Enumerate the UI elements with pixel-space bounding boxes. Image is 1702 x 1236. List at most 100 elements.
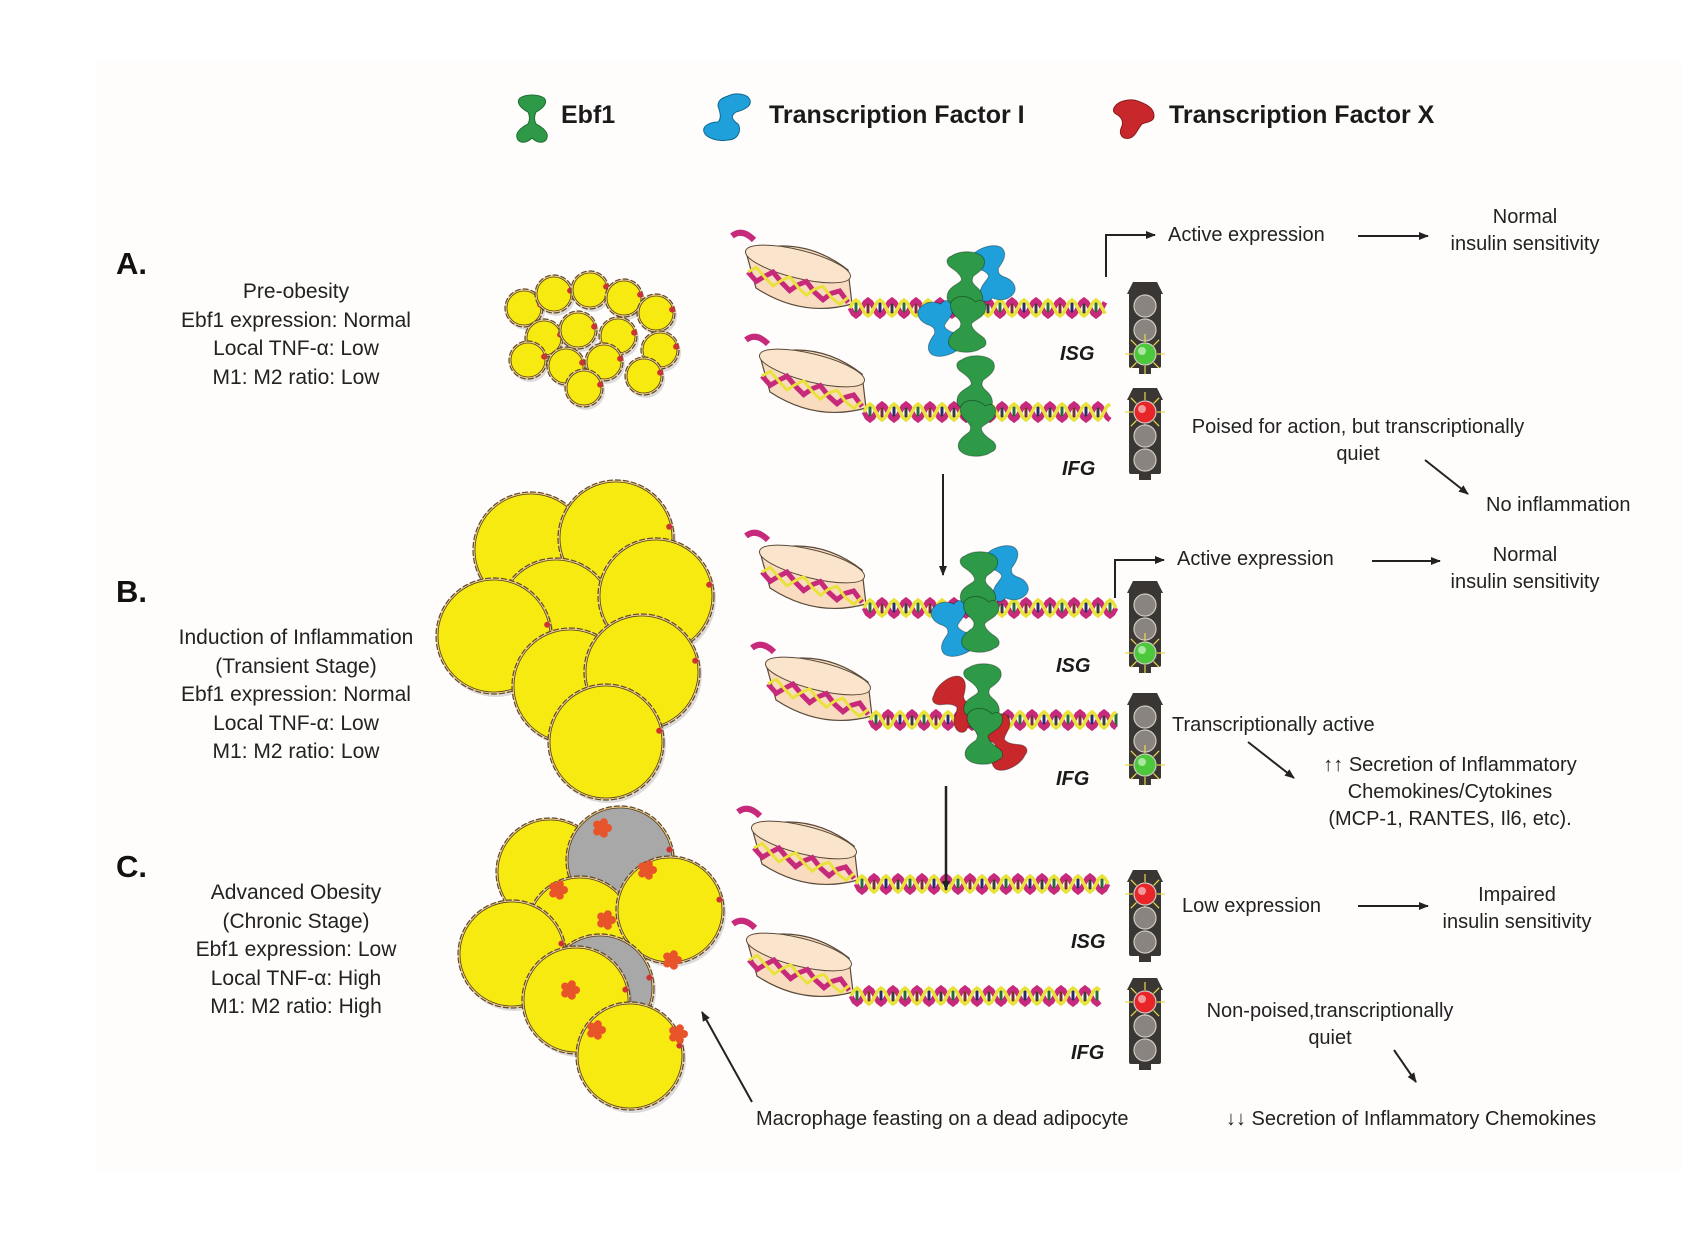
legend-label-transcription-factor-x: Transcription Factor X — [1169, 101, 1435, 129]
dna-helix — [853, 872, 1111, 896]
adipocyte-cluster-small — [504, 270, 681, 410]
chromatin-row-a-ifg — [744, 333, 1112, 457]
outcome-line: Non-poised,transcriptionally — [1206, 1000, 1454, 1022]
nucleosome — [764, 656, 873, 721]
outcome-line: quiet — [1308, 1027, 1352, 1049]
red-lamp — [1133, 705, 1157, 729]
red-lamp — [1133, 990, 1157, 1014]
red-lamp — [1133, 882, 1157, 906]
macrophage-icon — [669, 1024, 688, 1044]
chromatin-row-c-ifg — [731, 917, 1102, 1008]
green-lamp — [1133, 930, 1157, 954]
legend-label-ebf1: Ebf1 — [561, 101, 616, 129]
transcription-factor-x-icon — [1112, 99, 1155, 139]
outcome-isg-result-b: Normal insulin sensitivity — [1430, 542, 1620, 596]
macrophage-icon — [587, 1020, 606, 1040]
nucleosome — [744, 244, 853, 309]
arrow-active-to-secretion — [1247, 741, 1295, 779]
outcome-line: quiet — [1336, 443, 1380, 465]
outcome-line: ↑↑ Secretion of Inflammatory — [1323, 754, 1577, 776]
macrophage-icon — [593, 818, 612, 838]
ebf1-protein — [964, 707, 1004, 765]
arrow-isg-a — [1105, 231, 1156, 277]
adipocyte — [564, 368, 605, 410]
transcription-factor-i-icon — [703, 93, 751, 141]
adipocyte — [508, 340, 549, 382]
adipocyte — [547, 683, 666, 803]
outcome-line: Chemokines/Cytokines — [1347, 781, 1553, 803]
macrophage-icon — [597, 910, 616, 930]
green-lamp — [1133, 1038, 1157, 1062]
macrophage-icon — [638, 860, 657, 880]
yellow-lamp — [1133, 424, 1157, 448]
adipocyte — [558, 310, 599, 352]
gene-label-isg-b: ISG — [1056, 655, 1091, 677]
outcome-ifg-state-b: Transcriptionally active — [1172, 714, 1375, 736]
stage-line: Pre-obesity — [242, 280, 350, 303]
outcome-ifg-state-c: Non-poised,transcriptionally quiet — [1180, 998, 1480, 1052]
traffic-light-a-isg — [1125, 282, 1165, 374]
arrow-quiet-to-low-secretion — [1393, 1049, 1417, 1083]
chromatin-row-b-isg — [744, 529, 1119, 657]
gene-label-ifg-b: IFG — [1056, 768, 1090, 790]
stage-line: Advanced Obesity — [210, 881, 382, 904]
stage-line: M1: M2 ratio: High — [210, 995, 382, 1019]
traffic-light-c-ifg — [1125, 978, 1165, 1070]
dna-tail — [744, 529, 771, 543]
outcome-isg-expression-a: Active expression — [1168, 224, 1325, 246]
yellow-lamp — [1133, 1014, 1157, 1038]
section-b-label: B. — [116, 574, 147, 609]
arrow-macrophage-annotation — [701, 1011, 753, 1103]
outcome-line: Poised for action, but transcriptionally — [1191, 416, 1525, 438]
gene-label-ifg-c: IFG — [1071, 1042, 1105, 1064]
chromatin-row-b-ifg — [750, 641, 1118, 771]
outcome-line: (MCP-1, RANTES, Il6, etc). — [1328, 808, 1572, 830]
stage-line: Ebf1 expression: Normal — [181, 683, 411, 707]
red-lamp — [1133, 593, 1157, 617]
outcome-line: Impaired — [1478, 884, 1556, 906]
traffic-light-b-isg — [1125, 581, 1165, 673]
outcome-isg-result-c: Impaired insulin sensitivity — [1422, 882, 1612, 936]
macrophage-icon — [561, 980, 580, 1000]
outcome-ifg-result-b: ↑↑ Secretion of Inflammatory Chemokines/… — [1300, 752, 1600, 833]
gene-label-isg-a: ISG — [1060, 343, 1095, 365]
dna-helix — [848, 984, 1102, 1008]
red-lamp — [1133, 400, 1157, 424]
adipocyte — [615, 855, 726, 967]
adipocyte — [584, 342, 625, 384]
stage-line: Local TNF-α: Low — [213, 711, 379, 735]
stage-line: Local TNF-α: Low — [213, 337, 379, 361]
legend-label-transcription-factor-i: Transcription Factor I — [769, 101, 1025, 129]
stage-description-b: Induction of Inflammation (Transient Sta… — [131, 624, 461, 767]
green-lamp — [1133, 753, 1157, 777]
adipocyte — [624, 356, 665, 398]
green-lamp — [1133, 342, 1157, 366]
stage-line: (Transient Stage) — [215, 654, 377, 678]
outcome-line: Normal — [1492, 544, 1558, 566]
outcome-isg-expression-b: Active expression — [1177, 548, 1334, 570]
dna-tail — [730, 229, 757, 243]
green-lamp — [1133, 448, 1157, 472]
adipocyte — [570, 270, 611, 312]
stage-line: M1: M2 ratio: Low — [212, 740, 380, 764]
outcome-line: insulin sensitivity — [1442, 911, 1592, 933]
gene-label-ifg-a: IFG — [1062, 458, 1096, 480]
arrow-poised-to-no-inflammation — [1424, 459, 1469, 495]
section-a-label: A. — [116, 246, 147, 281]
outcome-isg-expression-c: Low expression — [1182, 895, 1321, 917]
stage-line: Ebf1 expression: Normal — [181, 308, 411, 332]
stage-line: Induction of Inflammation — [178, 626, 414, 649]
traffic-light-c-isg — [1125, 870, 1165, 962]
stage-line: M1: M2 ratio: Low — [212, 365, 380, 389]
macrophage-icon — [663, 950, 682, 970]
arrow-isg-b — [1114, 556, 1165, 598]
outcome-line: insulin sensitivity — [1450, 571, 1600, 593]
dna-tail — [750, 641, 777, 655]
macrophage-icon — [549, 880, 568, 900]
section-c-label: C. — [116, 849, 147, 884]
outcome-line: Normal — [1492, 206, 1558, 228]
yellow-lamp — [1133, 906, 1157, 930]
ebf1-protein — [957, 399, 997, 457]
